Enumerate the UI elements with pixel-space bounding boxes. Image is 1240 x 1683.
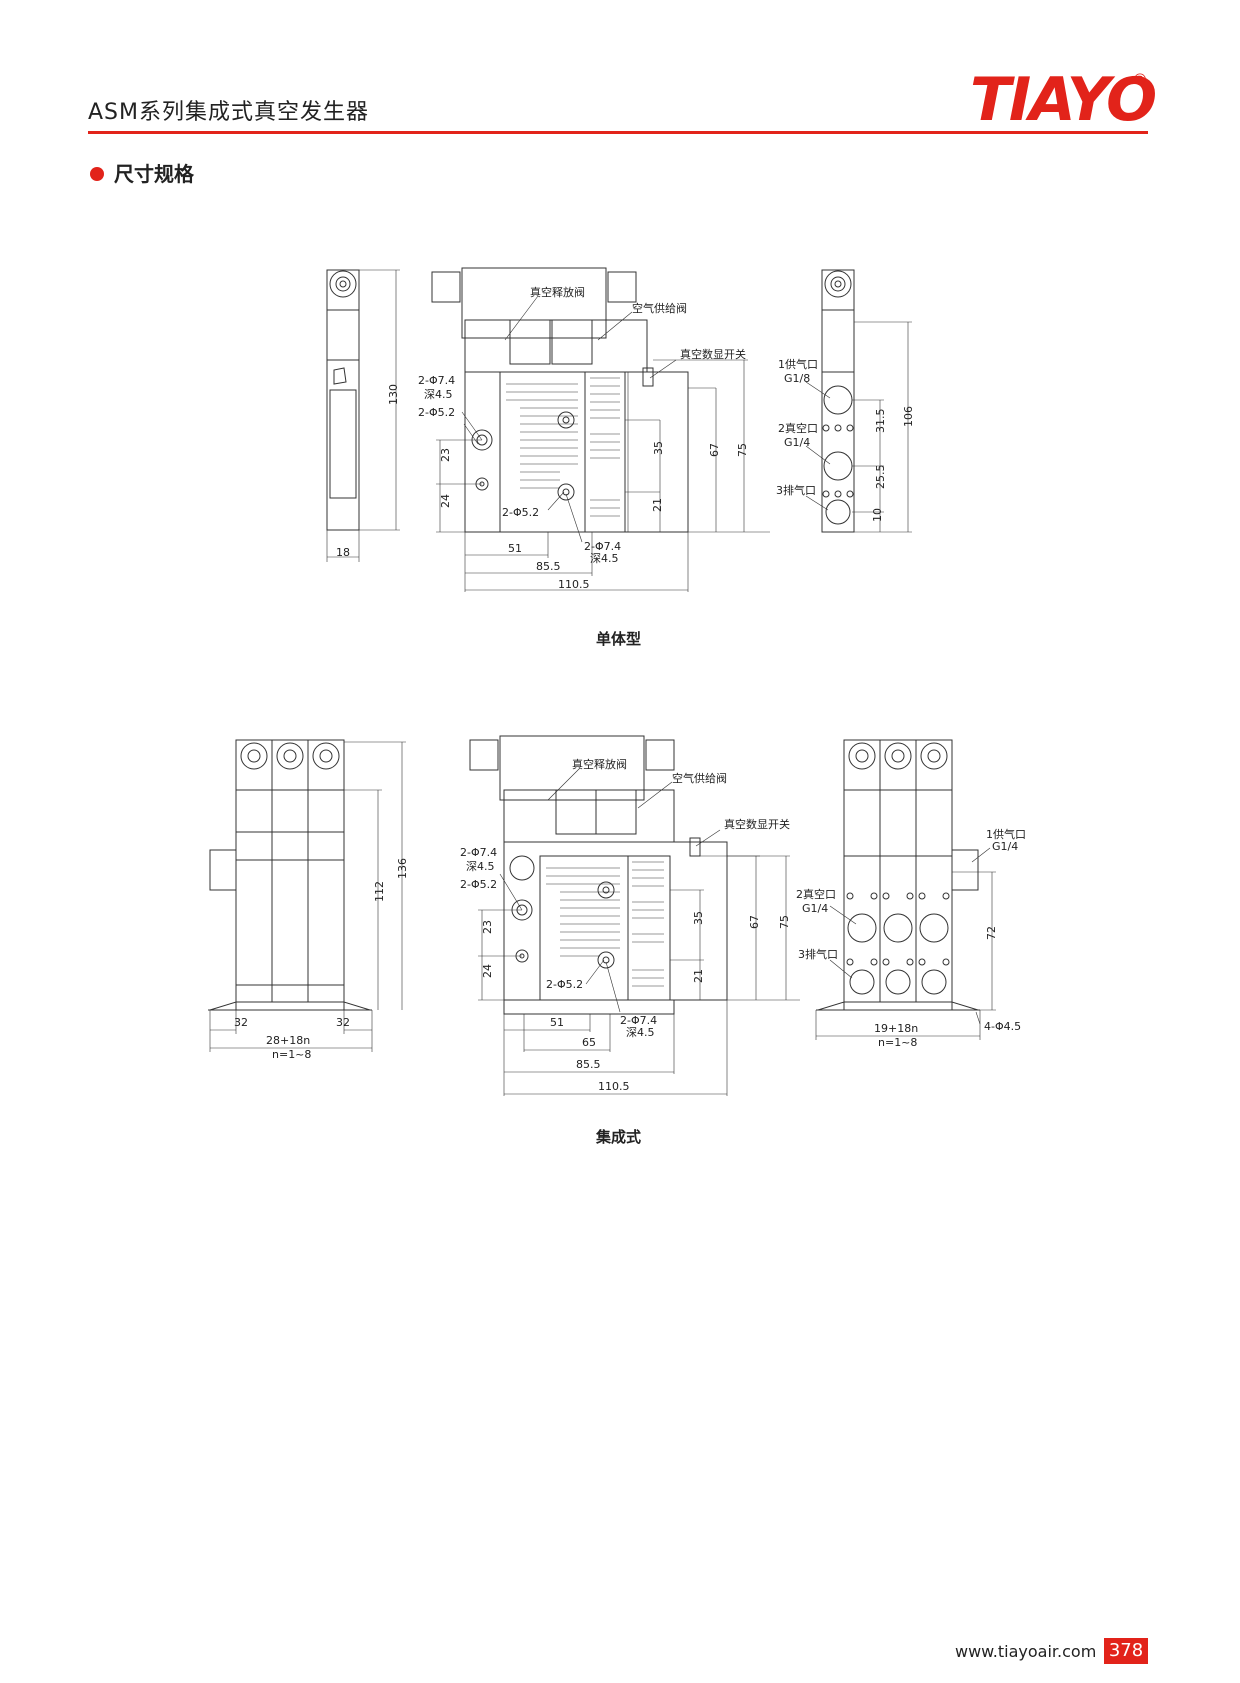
manifold-label-release-valve: 真空释放阀 — [572, 757, 627, 771]
single-label-port1: 1供气口 — [778, 357, 818, 371]
manifold-label-display-switch: 真空数显开关 — [724, 817, 790, 831]
dim-manifold-n-range: n=1~8 — [272, 1048, 311, 1061]
dim-single-side-width: 18 — [336, 546, 350, 559]
dim-single-21: 21 — [651, 498, 664, 512]
dim-single-25: 25.5 — [874, 465, 887, 490]
dim-manifold-23: 23 — [481, 920, 494, 934]
manifold-front-view — [469, 735, 728, 1015]
single-label-hole-d-depth: 深4.5 — [590, 552, 619, 565]
bullet-icon — [90, 166, 104, 181]
manifold-label-mount-holes: 4-Φ4.5 — [984, 1020, 1021, 1033]
single-label-supply-valve: 空气供给阀 — [632, 301, 687, 315]
dim-manifold-21: 21 — [692, 969, 705, 983]
dim-manifold-n-range2: n=1~8 — [878, 1036, 917, 1049]
manifold-label-port2: 2真空口 — [796, 887, 836, 901]
dim-manifold-32b: 32 — [336, 1016, 350, 1029]
dim-manifold-51: 51 — [550, 1016, 564, 1029]
page-title: ASM系列集成式真空发生器 — [88, 100, 369, 125]
single-label-port2: 2真空口 — [778, 421, 818, 435]
dim-single-85: 85.5 — [536, 560, 561, 573]
single-label-hole-d: 2-Φ7.4 — [584, 540, 621, 553]
dim-manifold-72: 72 — [985, 926, 998, 940]
single-label-port2-size: G1/4 — [784, 436, 810, 449]
single-label-hole-a: 2-Φ7.4 — [418, 374, 455, 387]
section-title: 尺寸规格 — [114, 162, 194, 186]
manifold-side-view — [208, 739, 372, 1011]
manifold-label-port1-size: G1/4 — [992, 840, 1018, 853]
header-divider — [88, 131, 1148, 134]
dim-manifold-32a: 32 — [234, 1016, 248, 1029]
dim-single-side-height: 130 — [387, 384, 400, 405]
single-label-release-valve: 真空释放阀 — [530, 285, 585, 299]
manifold-rear-leaders — [815, 847, 996, 1040]
dim-single-24: 24 — [439, 494, 452, 508]
footer-url[interactable]: www.tiayoair.com — [955, 1642, 1097, 1661]
single-front-view — [431, 267, 689, 533]
manifold-label-hole-b: 2-Φ5.2 — [460, 878, 497, 891]
dim-manifold-110: 110.5 — [598, 1080, 630, 1093]
manifold-label-supply-valve: 空气供给阀 — [672, 771, 727, 785]
dim-single-31: 31.5 — [874, 409, 887, 434]
single-caption: 单体型 — [596, 630, 642, 648]
registered-mark: ® — [1132, 70, 1148, 89]
manifold-rear-view — [816, 739, 980, 1011]
dim-single-10: 10 — [871, 508, 884, 522]
manifold-label-hole-a: 2-Φ7.4 — [460, 846, 497, 859]
single-side-view — [326, 269, 400, 562]
manifold-label-hole-d: 2-Φ7.4 — [620, 1014, 657, 1027]
dim-single-106: 106 — [902, 406, 915, 427]
dim-manifold-136: 136 — [396, 858, 409, 879]
manifold-caption: 集成式 — [596, 1128, 642, 1146]
manifold-side-leaders — [209, 741, 406, 1052]
single-label-port3: 3排气口 — [776, 483, 816, 497]
single-label-port1-size: G1/8 — [784, 372, 810, 385]
dim-single-23: 23 — [439, 448, 452, 462]
section-heading: 尺寸规格 — [90, 158, 194, 187]
dim-manifold-67: 67 — [748, 915, 761, 929]
single-label-hole-a-depth: 深4.5 — [424, 388, 453, 401]
single-rear-view — [821, 269, 855, 533]
dim-manifold-75: 75 — [778, 915, 791, 929]
dim-manifold-35: 35 — [692, 911, 705, 925]
single-rear-leaders — [805, 321, 912, 533]
manifold-front-vents — [509, 855, 664, 987]
dim-single-110: 110.5 — [558, 578, 590, 591]
single-front-leaders — [436, 295, 770, 592]
manifold-front-leaders — [478, 767, 800, 1096]
single-label-hole-b: 2-Φ5.2 — [418, 406, 455, 419]
single-label-hole-c: 2-Φ5.2 — [502, 506, 539, 519]
manifold-label-hole-c: 2-Φ5.2 — [546, 978, 583, 991]
manifold-label-port3: 3排气口 — [798, 947, 838, 961]
dim-manifold-width-formula2: 19+18n — [874, 1022, 918, 1035]
manifold-label-port1: 1供气口 — [986, 827, 1026, 841]
single-front-vents — [471, 377, 620, 517]
dim-manifold-24: 24 — [481, 964, 494, 978]
manifold-label-hole-a-depth: 深4.5 — [466, 860, 495, 873]
single-label-display-switch: 真空数显开关 — [680, 347, 746, 361]
dim-manifold-112: 112 — [373, 881, 386, 902]
dim-manifold-65: 65 — [582, 1036, 596, 1049]
dim-single-75: 75 — [736, 443, 749, 457]
brand-logo: TIAYO — [970, 65, 1157, 135]
dim-single-35: 35 — [652, 441, 665, 455]
dim-manifold-85: 85.5 — [576, 1058, 601, 1071]
dim-single-51: 51 — [508, 542, 522, 555]
dim-single-67: 67 — [708, 443, 721, 457]
manifold-label-port2-size: G1/4 — [802, 902, 828, 915]
manifold-label-hole-d-depth: 深4.5 — [626, 1026, 655, 1039]
dim-manifold-width-formula: 28+18n — [266, 1034, 310, 1047]
page-number: 378 — [1104, 1638, 1148, 1664]
